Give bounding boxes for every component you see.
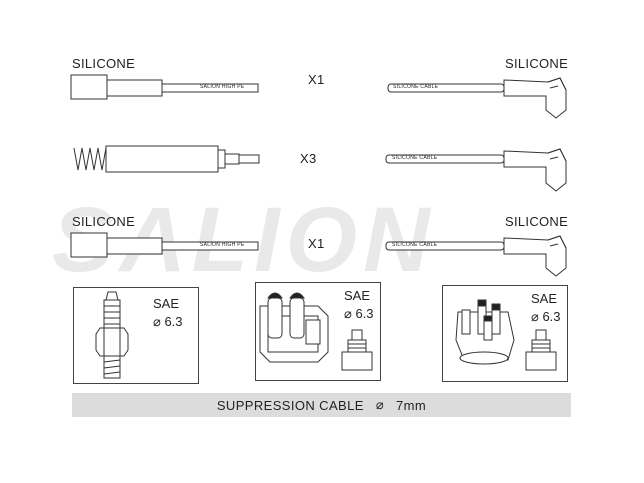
panel1-diameter: ⌀ 6.3 — [153, 314, 183, 329]
panel1-sae-label: SAE — [153, 296, 180, 311]
row3-left-material-label: SILICONE — [72, 214, 136, 229]
row1-right-cable-print: SILICONE CABLE — [393, 84, 439, 90]
panel1-terminal-spec: SAE ⌀ 6.3 — [153, 295, 183, 331]
row3-right-cable-print: SILICONE CABLE — [392, 242, 438, 248]
spark-plug-illustration — [95, 291, 129, 379]
cable-diameter: 7mm — [396, 397, 427, 413]
panel-distributor-cap — [442, 285, 568, 382]
row2-quantity: X3 — [300, 151, 317, 166]
panel2-terminal-spec: SAE ⌀ 6.3 — [344, 287, 374, 323]
row1-left-cable-print: SALION HIGH PE — [200, 84, 245, 90]
panel3-diameter: ⌀ 6.3 — [531, 309, 561, 324]
diameter-symbol: ⌀ — [375, 397, 385, 412]
row1-quantity: X1 — [308, 72, 325, 87]
straight-boot-silicone-1 — [70, 74, 259, 100]
terminal-illustration-3 — [525, 329, 557, 371]
panel-ignition-coil — [255, 282, 381, 381]
angled-boot-2 — [385, 148, 567, 192]
row1-left-material-label: SILICONE — [72, 56, 136, 71]
angled-boot-silicone-3 — [385, 235, 567, 277]
row3-quantity: X1 — [308, 236, 325, 251]
distributor-cap-illustration — [455, 299, 515, 365]
panel2-diameter: ⌀ 6.3 — [344, 306, 374, 321]
row3-right-material-label: SILICONE — [505, 214, 569, 229]
cable-type-text: SUPPRESSION CABLE — [216, 397, 364, 413]
angled-boot-silicone-1 — [387, 77, 567, 119]
row1-right-material-label: SILICONE — [505, 56, 569, 71]
row3-left-cable-print: SALION HIGH PE — [200, 242, 245, 248]
panel3-terminal-spec: SAE ⌀ 6.3 — [531, 290, 561, 326]
panel-spark-plug — [73, 287, 199, 384]
spring-boot-coil-lead — [73, 145, 260, 173]
terminal-illustration-2 — [341, 329, 373, 371]
row2-right-cable-print: SILICONE CABLE — [392, 155, 438, 161]
straight-boot-silicone-3 — [70, 232, 259, 258]
cable-spec-bar: SUPPRESSION CABLE ⌀ 7mm — [72, 393, 571, 417]
ignition-coil-illustration — [259, 292, 329, 363]
panel2-sae-label: SAE — [344, 288, 371, 303]
panel3-sae-label: SAE — [531, 291, 558, 306]
